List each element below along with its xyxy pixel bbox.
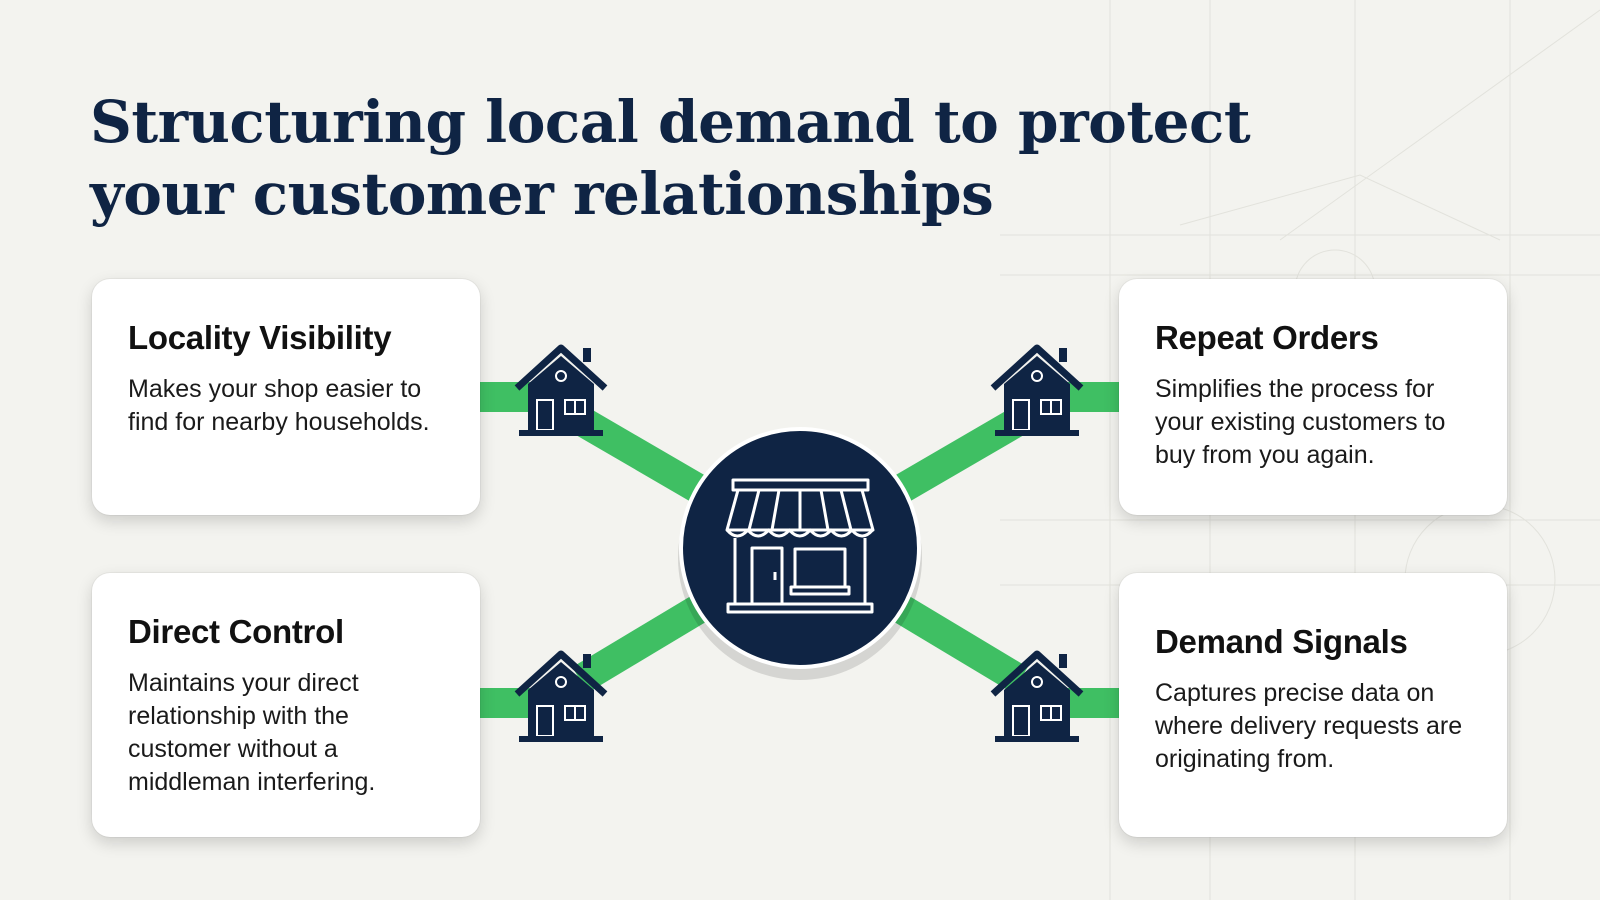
card-direct-control: Direct Control Maintains your direct rel… xyxy=(92,573,480,837)
storefront-hub xyxy=(678,427,922,680)
card-title: Locality Visibility xyxy=(128,319,392,356)
card-title: Demand Signals xyxy=(1155,623,1408,660)
card-text: Makes your shop easier to find for nearb… xyxy=(128,375,430,436)
card-text: Maintains your direct relationship with … xyxy=(128,669,376,796)
card-text: Captures precise data on where delivery … xyxy=(1155,679,1463,773)
house-icon xyxy=(993,348,1081,436)
card-title: Repeat Orders xyxy=(1155,319,1379,356)
house-icon xyxy=(517,348,605,436)
card-repeat-orders: Repeat Orders Simplifies the process for… xyxy=(1119,279,1507,515)
page-title: Structuring local demand to protect your… xyxy=(90,88,1251,228)
card-text: Simplifies the process for your existing… xyxy=(1155,375,1446,469)
storefront-icon xyxy=(725,478,875,614)
card-demand-signals: Demand Signals Captures precise data on … xyxy=(1119,573,1507,837)
card-title: Direct Control xyxy=(128,613,344,650)
card-locality-visibility: Locality Visibility Makes your shop easi… xyxy=(92,279,480,515)
